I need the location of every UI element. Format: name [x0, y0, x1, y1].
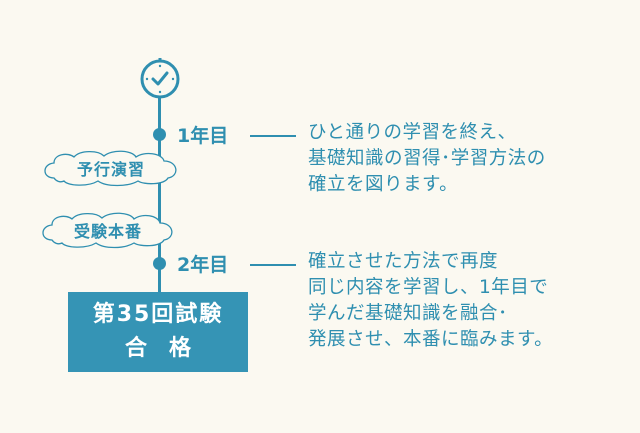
year-2-description: 確立させた方法で再度 同じ内容を学習し、1年目で 学んだ基礎知識を融合･ 発展さ…: [308, 249, 553, 353]
year-1-description: ひと通りの学習を終え、 基礎知識の習得･学習方法の 確立を図ります。: [308, 120, 546, 198]
exam-pass-box: 第35回試験 合格: [68, 292, 248, 372]
year-1-line: ひと通りの学習を終え、: [308, 122, 517, 143]
timeline-dot-year-2: [153, 257, 166, 270]
exam-title: 第35回試験: [92, 302, 224, 327]
year-1-connector: [250, 135, 296, 137]
year-1-line: 基礎知識の習得･学習方法の: [308, 148, 546, 169]
year-2-label: 2年目: [177, 254, 229, 276]
year-2-line: 同じ内容を学習し、1年目で: [308, 277, 549, 298]
exam-pass-label: 合格: [124, 336, 213, 361]
year-2-line: 発展させ、本番に臨みます。: [308, 329, 554, 350]
year-2-line: 確立させた方法で再度: [308, 251, 499, 272]
year-2-connector: [250, 264, 296, 266]
cloud-exam-day-label: 受験本番: [73, 222, 142, 241]
year-1-line: 確立を図ります。: [308, 174, 459, 195]
timeline-dot-year-1: [153, 128, 166, 141]
timeline-line: [158, 96, 161, 296]
year-2-line: 学んだ基礎知識を融合･: [308, 303, 508, 324]
cloud-exam-day: 受験本番: [38, 210, 178, 250]
cloud-rehearsal-label: 予行演習: [76, 160, 145, 179]
cloud-rehearsal: 予行演習: [40, 148, 182, 188]
year-1-label: 1年目: [177, 125, 229, 147]
clock-icon: [140, 58, 180, 99]
